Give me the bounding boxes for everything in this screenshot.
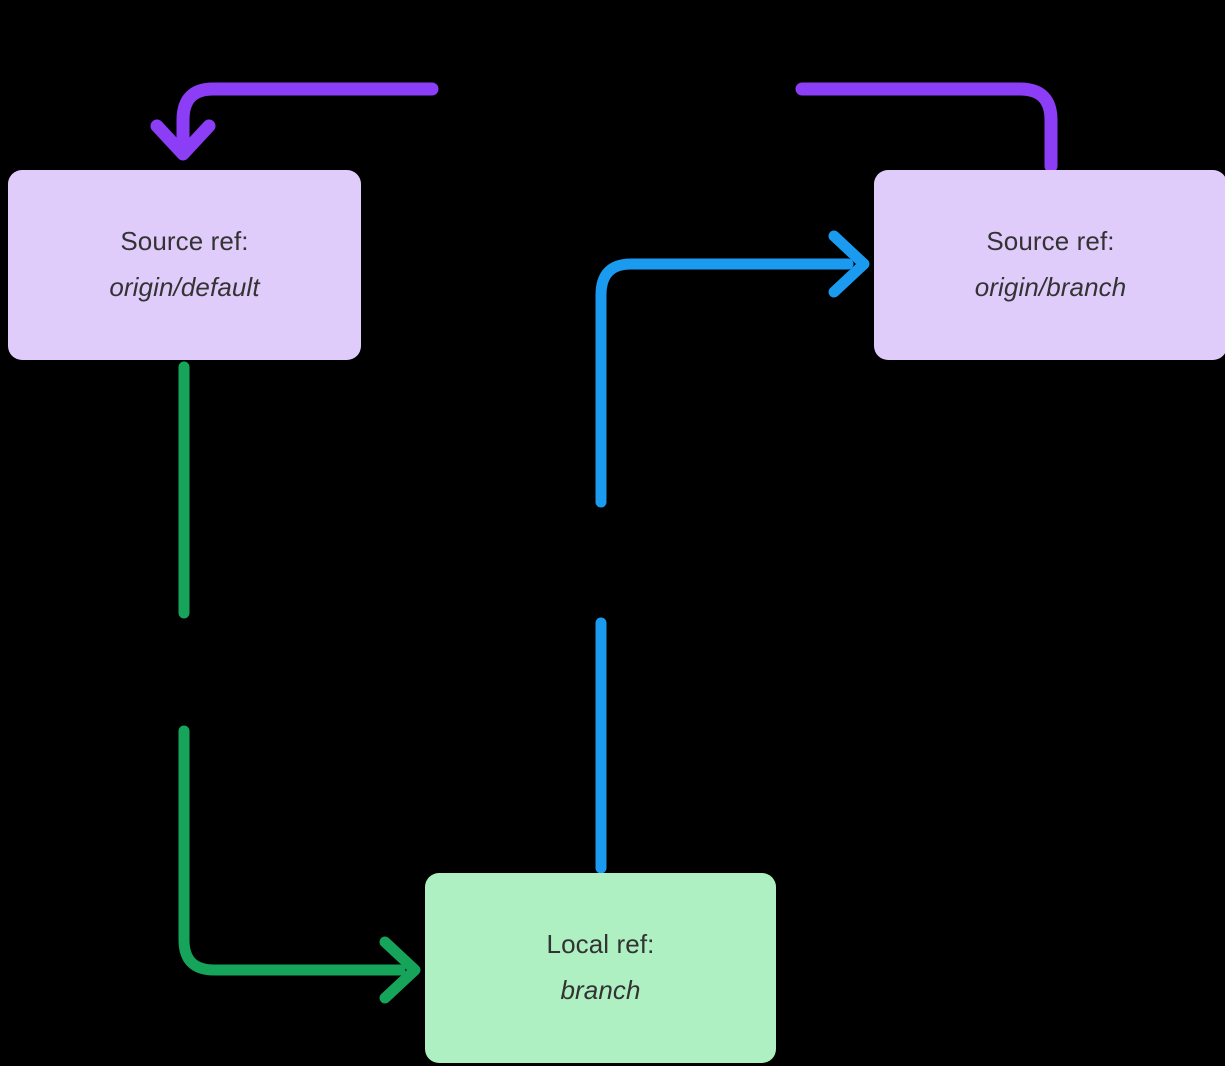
node-label-primary: Source ref: bbox=[120, 226, 249, 257]
edge-blue-arrow-local-to-source-branch bbox=[595, 230, 870, 874]
edge-purple-arrow-into-source-default bbox=[150, 82, 439, 161]
node-label-secondary: origin/branch bbox=[974, 272, 1127, 302]
edge-green-arrow-default-to-local bbox=[178, 361, 421, 1004]
node-label-primary: Source ref: bbox=[986, 226, 1115, 257]
edge-purple-line-from-source-branch bbox=[795, 82, 1058, 173]
node-local-ref-branch[interactable]: Local ref: branch bbox=[425, 873, 776, 1063]
node-label-secondary: branch bbox=[560, 975, 641, 1005]
node-source-ref-branch[interactable]: Source ref: origin/branch bbox=[874, 170, 1225, 360]
node-source-ref-default[interactable]: Source ref: origin/default bbox=[8, 170, 361, 360]
node-label-secondary: origin/default bbox=[109, 272, 260, 302]
node-label-primary: Local ref: bbox=[546, 929, 655, 960]
